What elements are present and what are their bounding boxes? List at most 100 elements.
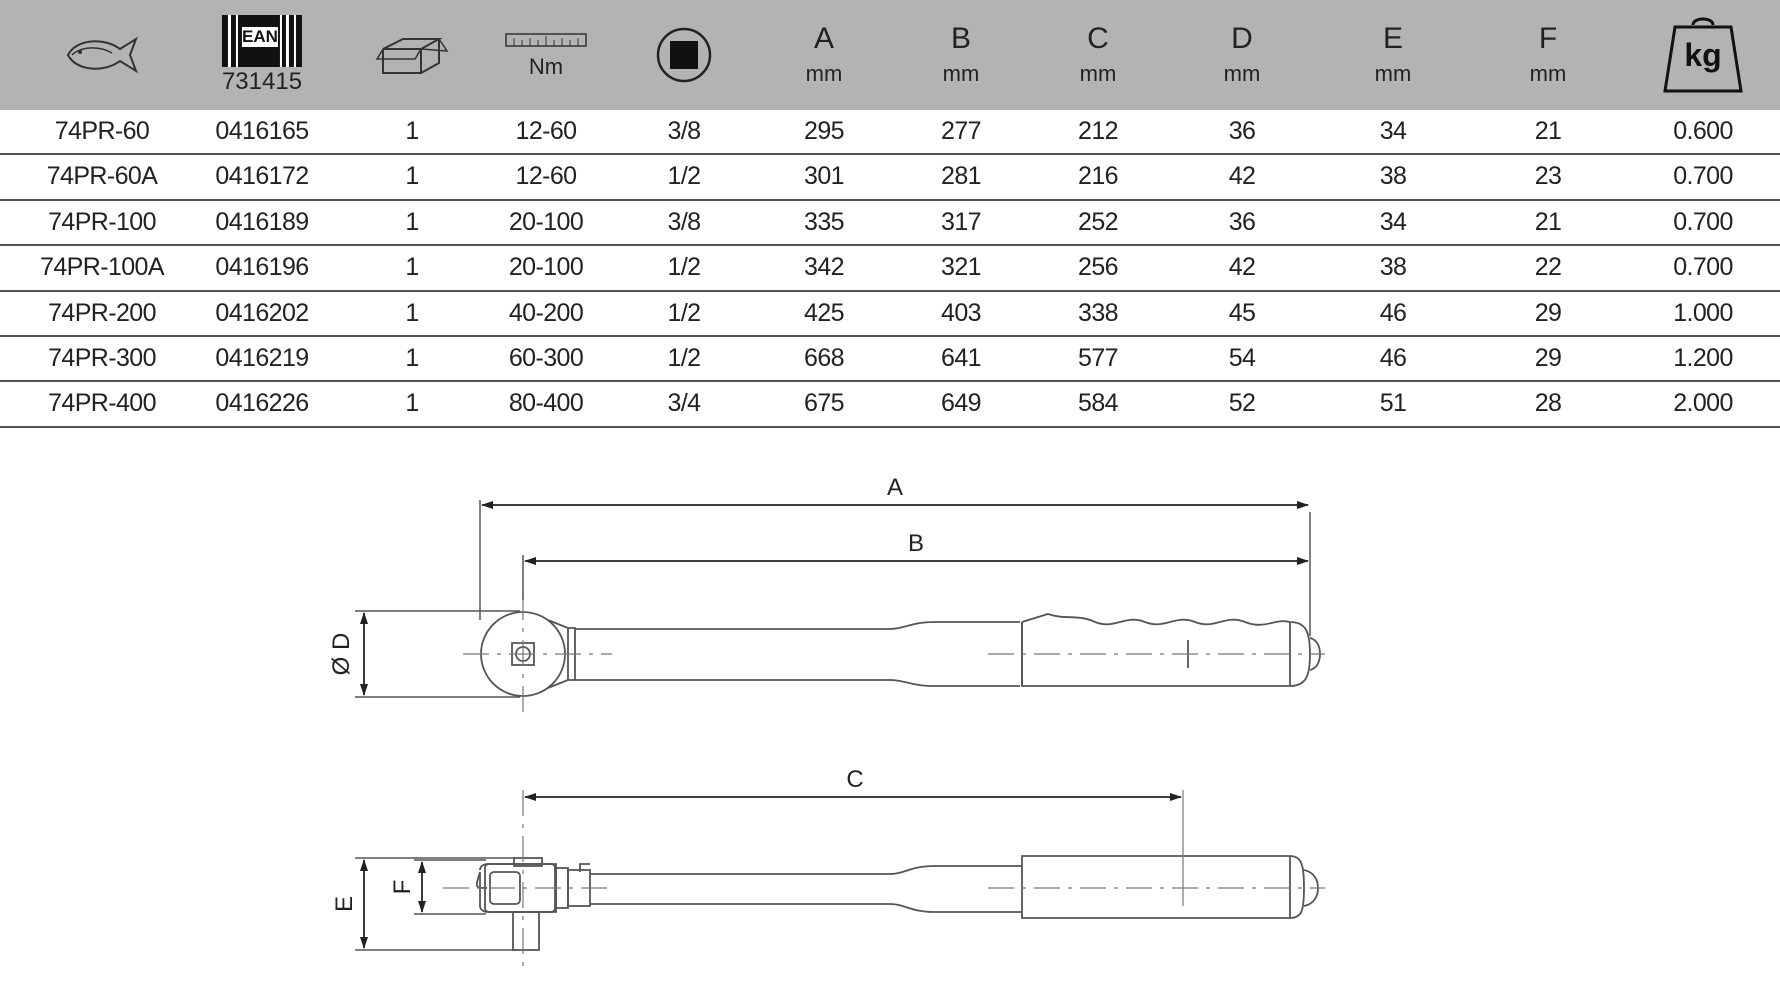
cell-ean: 0416226 bbox=[215, 389, 309, 418]
ean-barcode-icon: EAN bbox=[222, 15, 302, 67]
header-drive-column bbox=[656, 0, 712, 110]
cell-torque: 60-300 bbox=[508, 343, 584, 372]
cell-torque: 40-200 bbox=[508, 298, 584, 327]
cell-dim-b: 403 bbox=[941, 298, 982, 327]
cell-dim-c: 252 bbox=[1078, 207, 1119, 236]
cell-code: 74PR-60A bbox=[46, 162, 158, 191]
table-row: 74PR-100 0416189 1 20-100 3/8 335 317 25… bbox=[0, 201, 1780, 247]
cell-weight: 1.200 bbox=[1673, 343, 1733, 372]
cell-dim-f: 22 bbox=[1534, 253, 1562, 282]
cell-drive: 3/4 bbox=[667, 389, 702, 418]
cell-dim-a: 675 bbox=[804, 389, 845, 418]
weight-icon: kg bbox=[1663, 15, 1743, 95]
cell-dim-a: 668 bbox=[804, 343, 845, 372]
header-torque-column: Nm bbox=[504, 0, 588, 110]
dim-e-letter: E bbox=[1382, 22, 1403, 55]
cell-code: 74PR-200 bbox=[48, 298, 156, 327]
dim-a-letter: A bbox=[813, 22, 834, 55]
cell-torque: 20-100 bbox=[508, 253, 584, 282]
dim-e-unit: mm bbox=[1374, 61, 1412, 86]
dim-d-unit: mm bbox=[1223, 61, 1261, 86]
cell-dim-b: 641 bbox=[941, 343, 982, 372]
cell-weight: 0.700 bbox=[1673, 162, 1733, 191]
cell-weight: 2.000 bbox=[1673, 389, 1733, 418]
cell-torque: 12-60 bbox=[515, 117, 578, 145]
dimension-e-label: E bbox=[331, 896, 358, 912]
dim-d-letter: D bbox=[1231, 22, 1253, 55]
table-row: 74PR-200 0416202 1 40-200 1/2 425 403 33… bbox=[0, 292, 1780, 337]
cell-dim-a: 301 bbox=[804, 162, 845, 191]
dim-f-letter: F bbox=[1538, 22, 1558, 55]
table-row: 74PR-400 0416226 1 80-400 3/4 675 649 58… bbox=[0, 382, 1780, 428]
header-quantity-column bbox=[375, 0, 449, 110]
cell-dim-c: 212 bbox=[1078, 117, 1119, 145]
cell-torque: 20-100 bbox=[508, 207, 584, 236]
cell-dim-f: 21 bbox=[1534, 117, 1562, 145]
cell-dim-f: 29 bbox=[1534, 298, 1562, 327]
cell-dim-c: 584 bbox=[1078, 389, 1119, 418]
header-weight-column: kg bbox=[1663, 0, 1743, 110]
header-ean-column: EAN 731415 bbox=[222, 0, 302, 110]
header-dim-e: E mm bbox=[1375, 0, 1412, 110]
cell-quantity: 1 bbox=[405, 162, 419, 191]
fish-icon bbox=[66, 36, 138, 74]
cell-weight: 0.700 bbox=[1673, 207, 1733, 236]
header-dim-a: A mm bbox=[806, 0, 843, 110]
cell-dim-f: 21 bbox=[1534, 207, 1562, 236]
cell-quantity: 1 bbox=[405, 343, 419, 372]
cell-dim-e: 34 bbox=[1379, 117, 1407, 145]
side-view-center-lines bbox=[443, 790, 1325, 966]
cell-torque: 12-60 bbox=[515, 162, 578, 191]
cell-weight: 1.000 bbox=[1673, 298, 1733, 327]
cell-dim-d: 36 bbox=[1228, 207, 1256, 236]
dimension-b bbox=[522, 555, 1309, 600]
cell-ean: 0416172 bbox=[215, 162, 309, 191]
dim-f-unit: mm bbox=[1529, 61, 1567, 86]
wrench-top-view bbox=[480, 611, 1321, 697]
cell-code: 74PR-400 bbox=[48, 389, 156, 418]
dimension-d bbox=[355, 610, 520, 698]
cell-weight: 0.700 bbox=[1673, 253, 1733, 282]
cell-dim-f: 28 bbox=[1534, 389, 1562, 418]
cell-quantity: 1 bbox=[405, 389, 419, 418]
table-header: EAN 731415 Nm bbox=[0, 0, 1780, 110]
ean-logo-text: EAN bbox=[242, 27, 278, 46]
top-view-center-lines bbox=[463, 594, 1325, 714]
cell-dim-d: 45 bbox=[1228, 298, 1256, 327]
cell-ean: 0416202 bbox=[215, 298, 309, 327]
cell-dim-d: 42 bbox=[1228, 253, 1256, 282]
cell-dim-c: 256 bbox=[1078, 253, 1119, 282]
table-row: 74PR-60 0416165 1 12-60 3/8 295 277 212 … bbox=[0, 110, 1780, 156]
cell-drive: 1/2 bbox=[667, 298, 702, 327]
ean-code: 731415 bbox=[221, 68, 303, 95]
dimension-c-label: C bbox=[846, 766, 863, 793]
cell-weight: 0.600 bbox=[1673, 117, 1733, 145]
header-dim-b: B mm bbox=[943, 0, 980, 110]
cell-code: 74PR-100 bbox=[48, 207, 156, 236]
header-code-column bbox=[64, 0, 140, 110]
cell-code: 74PR-300 bbox=[48, 343, 156, 372]
cell-dim-b: 321 bbox=[941, 253, 982, 282]
cell-quantity: 1 bbox=[405, 298, 419, 327]
cell-dim-d: 42 bbox=[1228, 162, 1256, 191]
cell-dim-f: 23 bbox=[1534, 162, 1562, 191]
table-row: 74PR-60A 0416172 1 12-60 1/2 301 281 216… bbox=[0, 155, 1780, 201]
torque-unit: Nm bbox=[528, 54, 564, 79]
square-drive-icon bbox=[656, 27, 712, 83]
dim-c-unit: mm bbox=[1079, 61, 1117, 86]
cell-dim-e: 46 bbox=[1379, 343, 1407, 372]
cell-dim-e: 51 bbox=[1379, 389, 1407, 418]
cell-drive: 3/8 bbox=[667, 117, 702, 145]
cell-drive: 1/2 bbox=[667, 343, 702, 372]
dimension-f-label: F bbox=[389, 880, 416, 895]
cell-dim-b: 317 bbox=[941, 207, 982, 236]
cell-code: 74PR-100A bbox=[40, 253, 164, 282]
cell-drive: 3/8 bbox=[667, 207, 702, 236]
cell-dim-c: 577 bbox=[1078, 343, 1119, 372]
cell-dim-c: 338 bbox=[1078, 298, 1119, 327]
cell-code: 74PR-60 bbox=[54, 117, 150, 145]
cell-drive: 1/2 bbox=[667, 253, 702, 282]
cell-dim-a: 295 bbox=[804, 117, 845, 145]
cell-dim-e: 38 bbox=[1379, 253, 1407, 282]
cell-quantity: 1 bbox=[405, 253, 419, 282]
